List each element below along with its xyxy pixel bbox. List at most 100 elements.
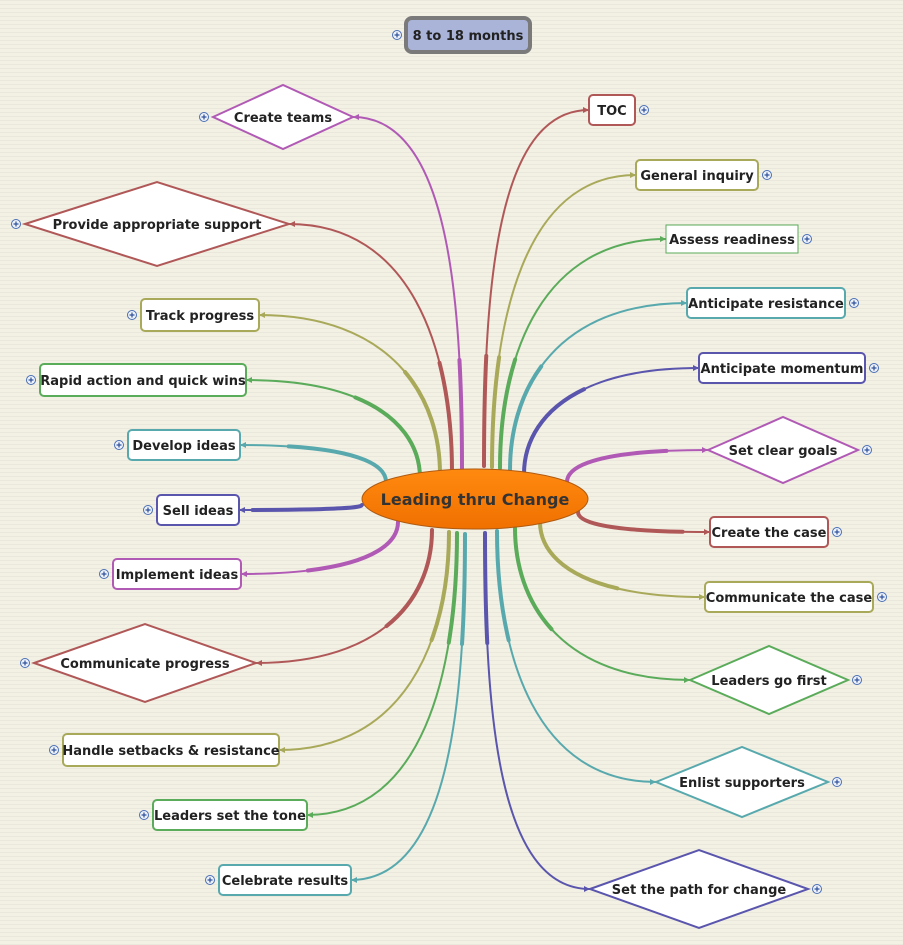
- connector-track-progress: [258, 314, 441, 475]
- node-leaders-go-first[interactable]: Leaders go first: [687, 644, 851, 716]
- node-label-assess-readiness: Assess readiness: [669, 233, 795, 248]
- node-label-set-path-for-change: Set the path for change: [612, 883, 787, 898]
- connector-root-develop-ideas: [238, 443, 388, 484]
- node-assess-readiness[interactable]: Assess readiness: [665, 224, 799, 254]
- node-develop-ideas[interactable]: Develop ideas: [127, 429, 241, 461]
- connector-sell-ideas: [238, 504, 363, 511]
- connector-root-communicate-progress: [254, 528, 434, 665]
- connector-root-celebrate-results: [349, 532, 467, 882]
- arrowhead-general-inquiry: [630, 172, 636, 178]
- node-rapid-action[interactable]: Rapid action and quick wins: [39, 363, 247, 397]
- connector-lines: [237, 107, 712, 892]
- connector-root-anticipate-resistance: [508, 301, 689, 472]
- node-set-path-for-change[interactable]: Set the path for change: [587, 848, 811, 930]
- expand-icon-general-inquiry[interactable]: [762, 170, 772, 180]
- expand-icon-set-path-for-change[interactable]: [812, 884, 822, 894]
- expand-icon-anticipate-resistance[interactable]: [849, 298, 859, 308]
- node-anticipate-resistance[interactable]: Anticipate resistance: [686, 287, 846, 319]
- node-shape-anticipate-momentum: [698, 352, 866, 384]
- expand-icon-rapid-action[interactable]: [26, 375, 36, 385]
- node-shape-leaders-go-first: [687, 644, 851, 716]
- node-label-leaders-set-tone: Leaders set the tone: [154, 809, 306, 824]
- node-create-teams[interactable]: Create teams: [210, 83, 356, 151]
- connector-provide-appropriate-support: [288, 223, 453, 473]
- connector-leaders-go-first: [514, 527, 691, 681]
- connector-handle-setbacks: [278, 531, 450, 751]
- node-general-inquiry[interactable]: General inquiry: [635, 159, 759, 191]
- node-label-celebrate-results: Celebrate results: [222, 874, 349, 889]
- node-label-handle-setbacks: Handle setbacks & resistance: [62, 744, 279, 759]
- expand-icon-celebrate-results[interactable]: [205, 875, 215, 885]
- node-leaders-set-tone[interactable]: Leaders set the tone: [152, 799, 308, 831]
- node-shape-communicate-progress: [30, 622, 260, 704]
- node-enlist-supporters[interactable]: Enlist supporters: [653, 745, 831, 819]
- header-expand-icon[interactable]: [392, 30, 402, 40]
- expand-icon-provide-appropriate-support[interactable]: [11, 219, 21, 229]
- node-communicate-progress[interactable]: Communicate progress: [30, 622, 260, 704]
- node-shape-enlist-supporters: [653, 745, 831, 819]
- expand-icon-enlist-supporters[interactable]: [832, 777, 842, 787]
- header-node[interactable]: 8 to 18 months: [404, 16, 532, 54]
- node-shape-provide-appropriate-support: [21, 180, 293, 268]
- node-label-anticipate-resistance: Anticipate resistance: [688, 297, 844, 312]
- arrowhead-leaders-set-tone: [307, 812, 313, 818]
- arrowhead-create-the-case: [704, 529, 710, 535]
- expand-icon-assess-readiness[interactable]: [802, 234, 812, 244]
- expand-icon-develop-ideas[interactable]: [114, 440, 124, 450]
- connector-root-toc: [482, 108, 591, 468]
- node-communicate-the-case[interactable]: Communicate the case: [704, 581, 874, 613]
- node-label-anticipate-momentum: Anticipate momentum: [701, 362, 864, 377]
- node-provide-appropriate-support[interactable]: Provide appropriate support: [21, 180, 293, 268]
- arrowhead-set-clear-goals: [702, 447, 708, 453]
- node-implement-ideas[interactable]: Implement ideas: [112, 558, 242, 590]
- header-node-label: 8 to 18 months: [413, 29, 524, 44]
- expand-icon-communicate-progress[interactable]: [20, 658, 30, 668]
- connector-develop-ideas: [239, 444, 387, 483]
- expand-icon-track-progress[interactable]: [127, 310, 137, 320]
- connector-root-implement-ideas: [239, 520, 400, 576]
- expand-icon-sell-ideas[interactable]: [143, 505, 153, 515]
- connector-enlist-supporters: [496, 530, 657, 783]
- node-shape-communicate-the-case: [704, 581, 874, 613]
- connector-root-leaders-set-tone: [305, 531, 459, 817]
- node-label-toc: TOC: [597, 104, 626, 119]
- arrowhead-create-teams: [353, 114, 359, 120]
- node-shape-set-path-for-change: [587, 848, 811, 930]
- expand-icon-anticipate-momentum[interactable]: [869, 363, 879, 373]
- expand-icon-leaders-set-tone[interactable]: [139, 810, 149, 820]
- node-label-create-the-case: Create the case: [712, 526, 827, 541]
- expand-icon-communicate-the-case[interactable]: [877, 592, 887, 602]
- expand-icon-set-clear-goals[interactable]: [862, 445, 872, 455]
- node-label-provide-appropriate-support: Provide appropriate support: [53, 218, 262, 233]
- expand-icon-leaders-go-first[interactable]: [852, 675, 862, 685]
- expand-icon-create-teams[interactable]: [199, 112, 209, 122]
- expand-icon-create-the-case[interactable]: [832, 527, 842, 537]
- connector-celebrate-results: [350, 533, 466, 881]
- node-sell-ideas[interactable]: Sell ideas: [156, 494, 240, 526]
- arrowhead-set-path-for-change: [584, 886, 590, 892]
- node-anticipate-momentum[interactable]: Anticipate momentum: [698, 352, 866, 384]
- node-track-progress[interactable]: Track progress: [140, 298, 260, 332]
- node-label-implement-ideas: Implement ideas: [116, 568, 239, 583]
- node-label-develop-ideas: Develop ideas: [132, 439, 235, 454]
- node-shape-rapid-action: [39, 363, 247, 397]
- node-create-the-case[interactable]: Create the case: [709, 516, 829, 548]
- arrowhead-toc: [583, 107, 589, 113]
- node-toc[interactable]: TOC: [588, 94, 636, 126]
- node-label-leaders-go-first: Leaders go first: [711, 674, 826, 689]
- node-set-clear-goals[interactable]: Set clear goals: [705, 415, 861, 485]
- node-label-sell-ideas: Sell ideas: [163, 504, 234, 519]
- expand-icon-handle-setbacks[interactable]: [49, 745, 59, 755]
- central-topic[interactable]: Leading thru Change: [361, 468, 589, 530]
- connector-set-clear-goals: [566, 449, 709, 483]
- arrowhead-sell-ideas: [239, 507, 245, 513]
- node-handle-setbacks[interactable]: Handle setbacks & resistance: [62, 733, 280, 767]
- node-celebrate-results[interactable]: Celebrate results: [218, 864, 352, 896]
- expand-icon-implement-ideas[interactable]: [99, 569, 109, 579]
- arrowhead-anticipate-resistance: [681, 300, 687, 306]
- expand-icon-toc[interactable]: [639, 105, 649, 115]
- connector-communicate-progress: [255, 529, 433, 664]
- connector-anticipate-resistance: [509, 302, 688, 471]
- header-node-box: [404, 16, 532, 54]
